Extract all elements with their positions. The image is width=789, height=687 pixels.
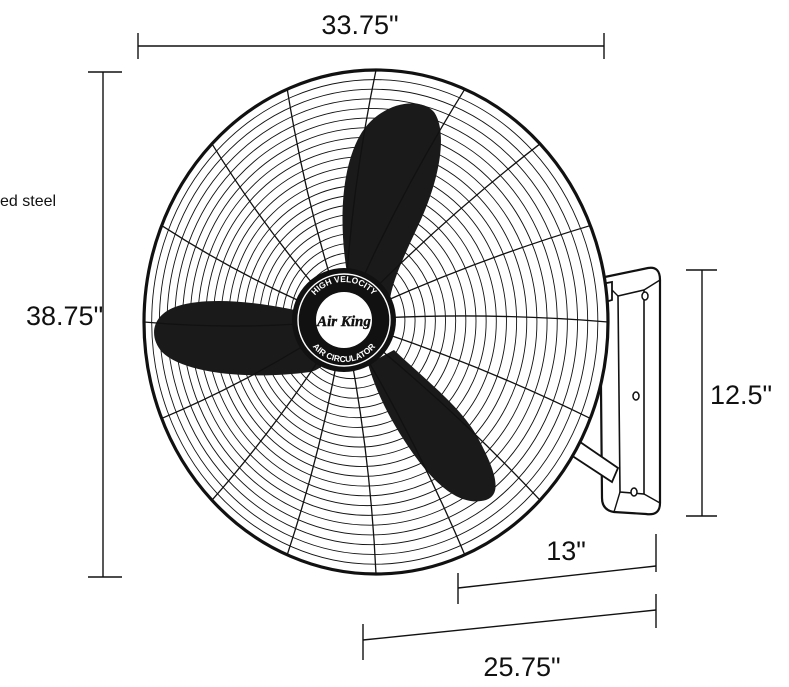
fan-blades — [154, 103, 496, 502]
fan-blade-left — [154, 301, 334, 376]
side-note-text: ed steel — [0, 193, 56, 210]
fan-blade-bottom-right — [368, 350, 496, 502]
bracket-hole-bottom — [630, 487, 638, 497]
bracket-hole-top — [641, 291, 649, 301]
grill-ring — [151, 79, 599, 565]
overall-depth-label: 25.75" — [483, 652, 560, 682]
bracket-height-dimension: 12.5" — [686, 269, 772, 517]
width-label: 33.75" — [321, 10, 398, 40]
overall-depth-dimension: 25.75" — [362, 594, 657, 682]
width-dimension: 33.75" — [137, 10, 605, 59]
bracket-hole-middle — [632, 391, 640, 401]
height-dimension: 38.75" — [26, 71, 122, 578]
bracket-depth-label: 13" — [546, 536, 586, 566]
air-king-badge: HIGH VELOCITY AIR CIRCULATOR Air King — [292, 268, 396, 372]
fan-assembly: HIGH VELOCITY AIR CIRCULATOR Air King — [142, 68, 610, 576]
height-label: 38.75" — [26, 301, 103, 331]
badge-brand-text: Air King — [316, 314, 371, 330]
bracket-height-label: 12.5" — [710, 380, 772, 410]
bracket-depth-dimension: 13" — [457, 534, 657, 604]
fan-blade-top — [342, 103, 441, 300]
